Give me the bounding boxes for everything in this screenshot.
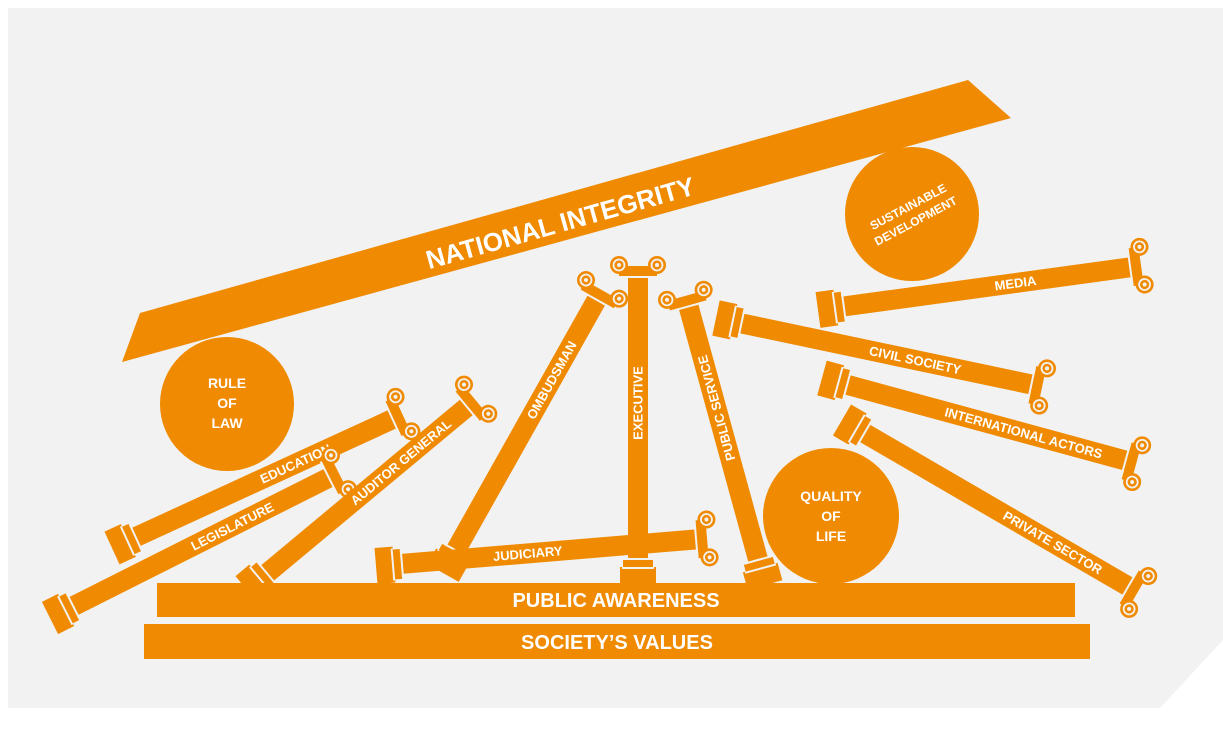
sphere-label: LAW xyxy=(211,415,243,431)
sphere-label: OF xyxy=(821,508,841,524)
pillar-label: MEDIA xyxy=(994,273,1038,294)
pillar-executive: EXECUTIVE xyxy=(610,256,666,585)
sphere-quality-of-life: QUALITY OF LIFE xyxy=(763,448,899,584)
sphere-label: LIFE xyxy=(816,528,846,544)
sphere-label: QUALITY xyxy=(800,488,862,504)
pillar-judiciary: JUDICIARY xyxy=(374,510,719,584)
sphere-sustainable-development: SUSTAINABLE DEVELOPMENT xyxy=(845,147,979,281)
sphere-label: RULE xyxy=(208,375,246,391)
society-values-slab: SOCIETY’S VALUES xyxy=(144,624,1090,659)
pillar-media: MEDIA xyxy=(815,237,1154,328)
pillar-label: EXECUTIVE xyxy=(631,366,646,440)
public-awareness-label: PUBLIC AWARENESS xyxy=(512,590,719,612)
society-values-label: SOCIETY’S VALUES xyxy=(521,632,713,654)
sphere-rule-of-law: RULE OF LAW xyxy=(160,337,294,471)
pillar-label: JUDICIARY xyxy=(492,543,563,564)
public-awareness-slab: PUBLIC AWARENESS xyxy=(157,583,1075,617)
sphere-label: OF xyxy=(217,395,237,411)
